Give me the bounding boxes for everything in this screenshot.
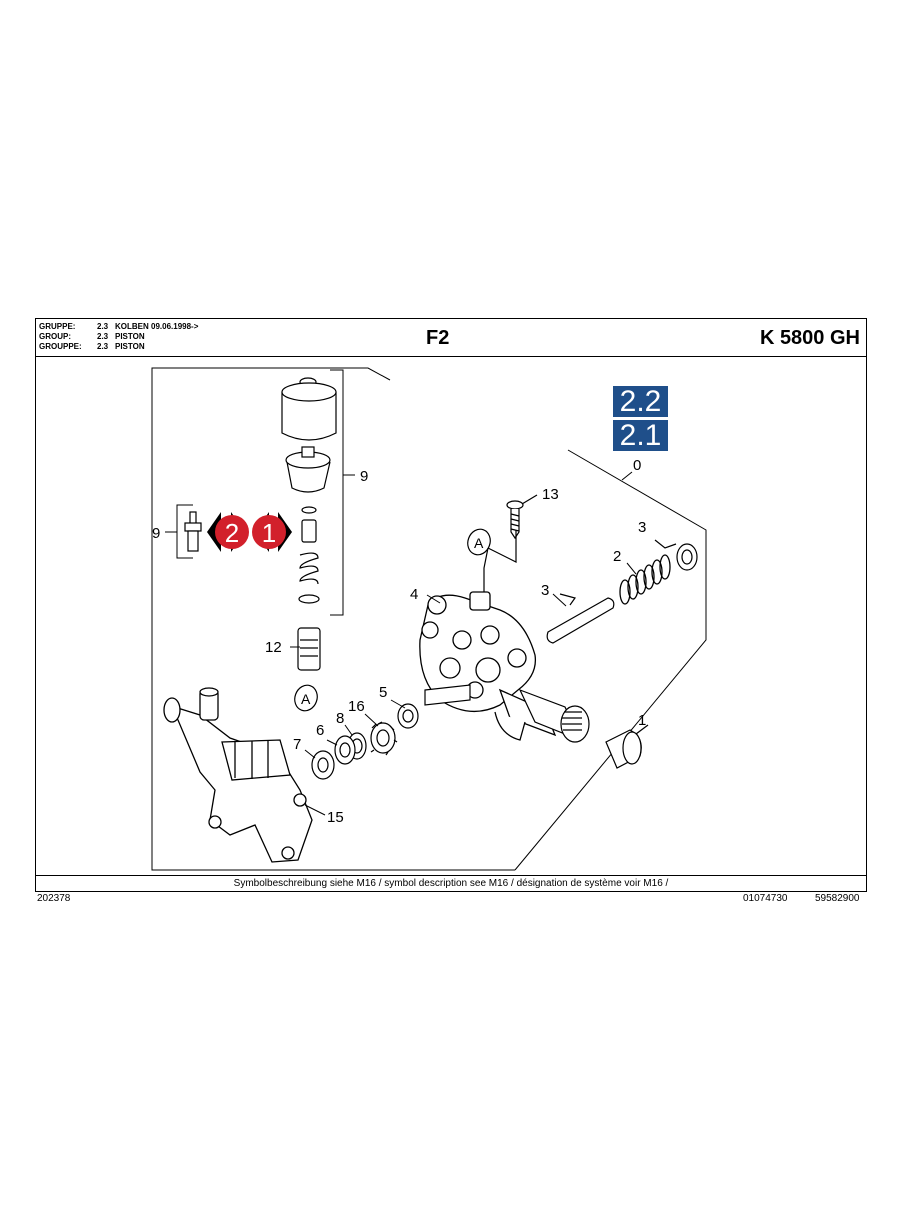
- valve-insert-part: [184, 511, 202, 552]
- bracket-9: [330, 369, 344, 616]
- group-key: GROUPPE:: [39, 342, 82, 351]
- model-name: K 5800 GH: [759, 327, 860, 349]
- seal-ring-5: [397, 703, 419, 729]
- group-row-fr: GROUPPE: 2.3 PISTON: [39, 342, 198, 352]
- group-key: GRUPPE:: [39, 322, 76, 331]
- group-number: 2.3: [97, 332, 109, 341]
- group-info: GRUPPE: 2.3 KOLBEN 09.06.1998-> GROUP: 2…: [39, 322, 198, 352]
- part-code-2: 59582900: [815, 893, 860, 904]
- ref-marker-top: [467, 528, 491, 556]
- ref-marker-bottom: [294, 684, 318, 712]
- group-text: PISTON: [115, 342, 145, 351]
- callout-12: 12: [265, 639, 282, 656]
- callout-0: 0: [633, 457, 641, 474]
- manifold-part: [163, 687, 313, 863]
- screw-part: [506, 494, 538, 540]
- sheet-header: GRUPPE: 2.3 KOLBEN 09.06.1998-> GROUP: 2…: [36, 319, 866, 357]
- callout-13: 13: [542, 486, 559, 503]
- symbol-note: Symbolbeschreibung siehe M16 / symbol de…: [36, 875, 866, 893]
- plug-part: [605, 724, 649, 769]
- callout-4: 4: [410, 586, 418, 603]
- callout-16: 16: [348, 698, 365, 715]
- callout-3-cap: 3: [638, 519, 646, 536]
- drawing-outline-right: [514, 449, 707, 871]
- group-number: 2.3: [97, 342, 109, 351]
- seal-ring-7: [311, 750, 335, 780]
- spring-cap-part: [654, 539, 698, 571]
- group-key: GROUP:: [39, 332, 71, 341]
- group-row-en: GROUP: 2.3 PISTON: [39, 332, 198, 342]
- callout-3-pin: 3: [541, 582, 549, 599]
- callout-9: 9: [360, 468, 368, 485]
- pump-head-body: [419, 591, 557, 741]
- variant-tag-2-1: 2.1: [613, 420, 668, 451]
- part-code-1: 01074730: [743, 893, 788, 904]
- callout-15: 15: [327, 809, 344, 826]
- callout-6: 6: [316, 722, 324, 739]
- badge-label: 1: [262, 518, 276, 548]
- group-row-de: GRUPPE: 2.3 KOLBEN 09.06.1998->: [39, 322, 198, 332]
- callout-9-left: 9: [152, 525, 160, 542]
- parts-sheet-frame: GRUPPE: 2.3 KOLBEN 09.06.1998-> GROUP: 2…: [35, 318, 867, 892]
- variant-badge-2: 2: [207, 512, 249, 552]
- valve-cap: [281, 377, 337, 671]
- outlet-fitting: [424, 684, 590, 743]
- badge-label: 2: [225, 518, 239, 548]
- group-text: PISTON: [115, 332, 145, 341]
- group-number: 2.3: [97, 322, 109, 331]
- ref-marker-label-bottom: A: [301, 691, 311, 707]
- variant-badge-1: 1: [252, 512, 292, 552]
- ref-marker-label-top: A: [474, 535, 484, 551]
- sheet-id: F2: [426, 327, 450, 349]
- callout-7: 7: [293, 736, 301, 753]
- variant-tag-2-2: 2.2: [613, 386, 668, 417]
- callout-5: 5: [379, 684, 387, 701]
- callout-1: 1: [638, 712, 646, 729]
- spacer-ring-16: [370, 721, 398, 756]
- spring-part: [619, 554, 671, 605]
- washer-6: [334, 735, 356, 765]
- pin-part: [546, 593, 615, 644]
- drawing-outline: [151, 367, 515, 871]
- callout-2: 2: [613, 548, 621, 565]
- drawing-code: 202378: [37, 893, 71, 904]
- group-text: KOLBEN 09.06.1998->: [115, 322, 199, 331]
- callout-8: 8: [336, 710, 344, 727]
